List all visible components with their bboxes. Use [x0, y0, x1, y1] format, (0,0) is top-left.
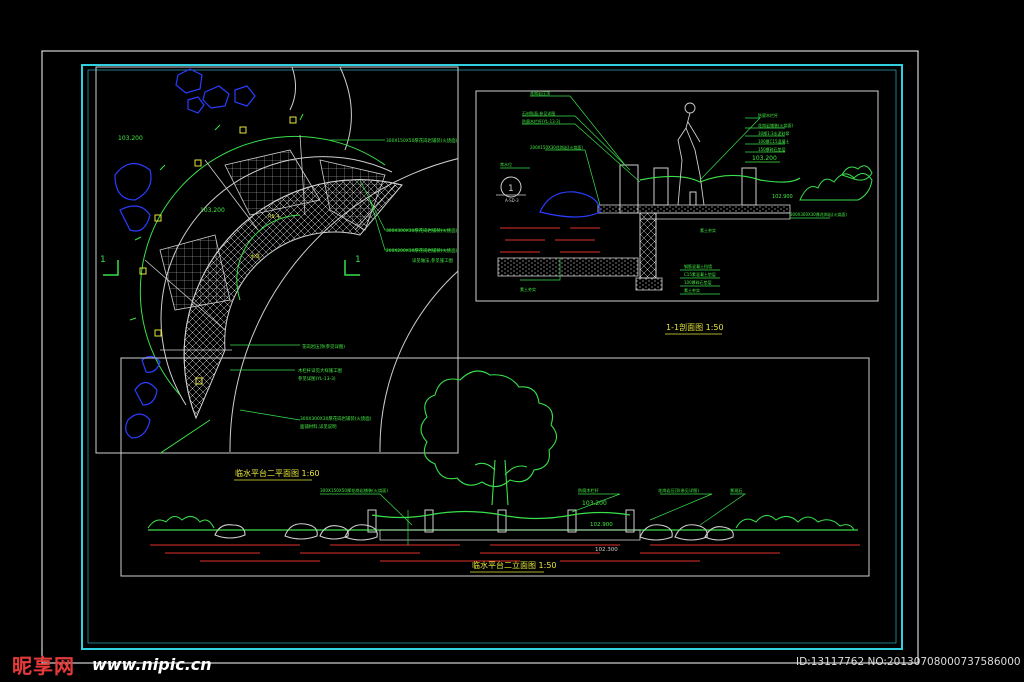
plan-view: 1 1 103.200 103.200 R5.4 水体 300X150X50厚花… [95, 66, 459, 481]
rock-outlines [114, 68, 256, 439]
section-notes-left: 花岗岩压顶 石材贴面,参见详图 防腐木栏杆(YL-13-3) 200X150X3… [500, 90, 583, 292]
section-elev-mid: 102.900 [772, 194, 793, 200]
outer-frame [41, 50, 919, 664]
section-note: 100厚C15混凝土 [758, 138, 790, 144]
section-notes-right: 防腐木栏杆 花岗岩铺装(火烧面) 30厚1:3水泥砂浆 100厚C15混凝土 1… [700, 112, 847, 233]
section-cut-right [344, 260, 360, 276]
section-cut-left-label: 1 [100, 255, 106, 265]
elevation-water: 102.900 [590, 522, 613, 528]
section-note: 素土夯实 [700, 227, 716, 233]
section-note: 150厚碎石垫层 [758, 146, 786, 152]
plan-note: 300X150X50厚花岗岩铺装(火烧面) [386, 137, 458, 144]
elevation-water-lines [150, 544, 860, 562]
section-cut-right-label: 1 [355, 255, 361, 265]
section-note: 钢筋混凝土挡墙 [684, 263, 712, 269]
section-note: 常水位 [500, 161, 512, 167]
section-note: C15素混凝土垫层 [684, 271, 716, 277]
section-rock [539, 191, 601, 218]
plan-leaders [230, 139, 450, 421]
section-note: 花岗岩压顶 [530, 90, 550, 96]
section-note: 防腐木栏杆 [758, 112, 778, 118]
plan-note: 面铺材料,详见说明 [300, 423, 337, 430]
plan-note: 详见做法,参见施工图 [412, 257, 454, 264]
plan-note: 300X300X30厚花岗岩铺装(火烧面) [300, 415, 372, 422]
section-symbol [500, 176, 522, 198]
human-figure [677, 102, 705, 206]
section-note: 300X300X30厚花岗岩(火烧面) [790, 211, 847, 217]
elevation-note: 花岗岩压顶(参见详图) [658, 487, 699, 494]
drawing-border-inner [87, 69, 897, 644]
section-symbol-ref: A-SD-3 [505, 198, 519, 203]
section-cut-left [103, 260, 119, 276]
post-markers [139, 116, 297, 385]
retaining-wall [619, 164, 639, 214]
drawing-border [81, 64, 903, 650]
elevation-notes: 300X150X50厚花岗岩铺装(火烧面) 防腐木栏杆 花岗岩压顶(参见详图) … [320, 487, 743, 494]
section-symbol-number: 1 [508, 184, 514, 194]
plan-water-label: 水体 [250, 253, 260, 260]
section-leaders [500, 95, 830, 295]
plan-note: 木栏杆详见大样施工图 [298, 367, 343, 374]
elevation-base: 102.300 [595, 547, 618, 553]
dimension-ticks [129, 113, 304, 453]
elevation-note: 300X150X50厚花岗岩铺装(火烧面) [320, 487, 388, 494]
section-viewport [475, 90, 879, 302]
elevation-viewport [120, 357, 870, 577]
elevation-note: 防腐木栏杆 [578, 487, 600, 494]
tree [420, 370, 558, 506]
elevation-railing [367, 509, 635, 533]
water-lines [500, 227, 600, 253]
elevation-shrubs [147, 515, 855, 531]
section-note: 素土夯实 [520, 286, 536, 292]
plan-radius-label: R5.4 [268, 214, 279, 220]
elevation-note: 景观石 [730, 488, 743, 494]
elevation-view: 300X150X50厚花岗岩铺装(火烧面) 防腐木栏杆 花岗岩压顶(参见详图) … [120, 357, 870, 577]
section-note: 100厚碎石垫层 [684, 279, 712, 285]
watermark-brand: 昵享网 [12, 654, 75, 678]
elevation-leaders [320, 493, 747, 545]
section-view: 1 A-SD-3 103.200 102.900 花岗岩压顶 石材贴 [475, 90, 879, 335]
section-note: 200X150X30花岗岩(火烧面) [530, 144, 583, 150]
plan-note: 参见详图(YL-13-3) [298, 375, 336, 382]
watermark-url: www.nipic.cn [92, 655, 212, 674]
section-railing [653, 167, 757, 206]
plan-note: 200X200X30厚花岗岩铺装(火烧面) [386, 247, 458, 254]
plan-title: 临水平台二平面图 1:60 [235, 468, 320, 478]
section-shrubs [799, 165, 873, 201]
section-notes-bottom: 钢筋混凝土挡墙 C15素混凝土垫层 100厚碎石垫层 素土夯实 [684, 263, 716, 293]
plan-note: 300X300X30厚花岗岩铺装(火烧面) [386, 227, 458, 234]
elevation-title: 临水平台二立面图 1:50 [472, 560, 557, 570]
section-note: 花岗岩铺装(火烧面) [758, 122, 794, 128]
plan-elevation-b: 103.200 [200, 207, 225, 214]
plan-note: 花岗岩压顶(参见详图) [302, 343, 345, 350]
plan-notes: 300X150X50厚花岗岩铺装(火烧面) 300X300X30厚花岗岩铺装(火… [298, 137, 458, 430]
plan-elevation-a: 103.200 [118, 135, 143, 142]
section-title: 1-1剖面图 1:50 [666, 322, 724, 332]
section-note: 防腐木栏杆(YL-13-3) [522, 118, 561, 124]
plan-viewport [95, 66, 459, 454]
elevation-top: 103.200 [582, 500, 607, 507]
elevation-rocks [214, 523, 734, 541]
watermark-id: ID:13117762 NO:20130708000737586000 [796, 656, 1021, 668]
section-note: 30厚1:3水泥砂浆 [758, 130, 790, 136]
section-elev-top: 103.200 [752, 155, 777, 162]
section-note: 素土夯实 [684, 287, 700, 293]
section-note: 石材贴面,参见详图 [522, 110, 555, 116]
